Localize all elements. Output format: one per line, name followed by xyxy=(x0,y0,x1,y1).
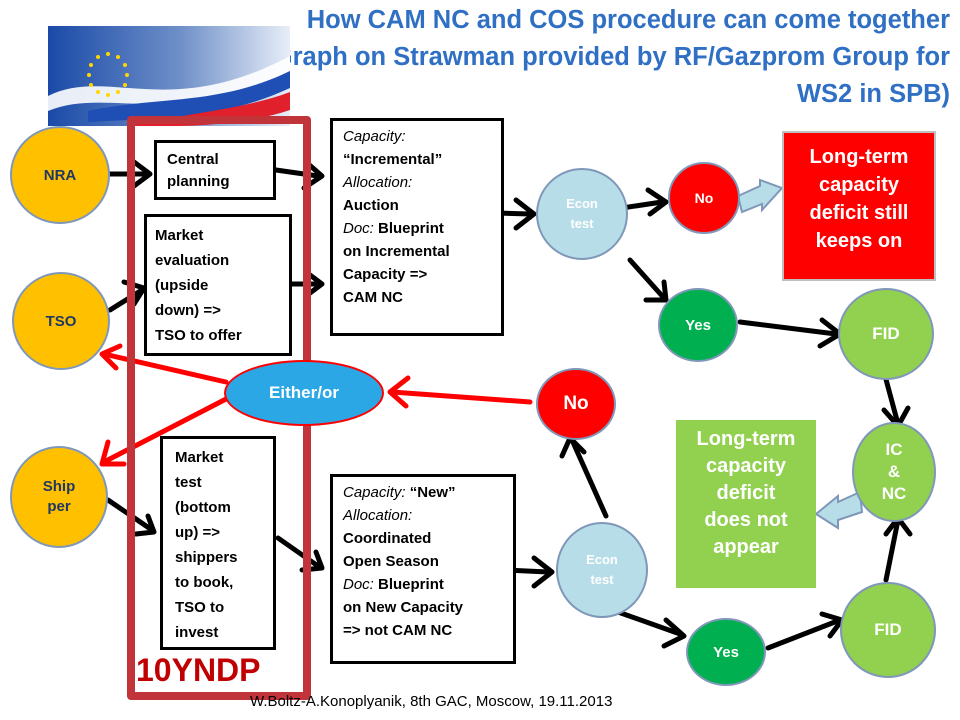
doc-value: Capacity => xyxy=(343,266,428,283)
box-text: Central xyxy=(167,151,219,168)
doc-value: Blueprint xyxy=(378,220,444,237)
node-econ-test-bottom: Econ test xyxy=(556,522,648,618)
box-new-capacity: Capacity: “New” Allocation: Coordinated … xyxy=(330,474,516,664)
econ-test-label-2: test xyxy=(570,216,594,231)
callout-text: deficit still xyxy=(809,202,909,224)
box-line: Capacity: “New” xyxy=(343,481,503,504)
doc-value: Blueprint xyxy=(378,576,444,593)
callout-text: Long-term xyxy=(696,428,796,450)
node-tso-label: TSO xyxy=(45,312,77,330)
box-text: TSO to offer xyxy=(155,327,242,344)
doc-label: Doc: xyxy=(343,576,374,593)
either-or-label: Either/or xyxy=(269,383,339,402)
allocation-value: Open Season xyxy=(343,553,439,570)
fid-label: FID xyxy=(874,620,902,639)
box-text: (upside xyxy=(155,277,209,294)
capacity-value: “Incremental” xyxy=(343,151,443,168)
node-shipper-label-2: per xyxy=(47,498,71,515)
callout-text: capacity xyxy=(818,174,900,196)
node-shipper: Ship per xyxy=(10,446,108,548)
box-market-evaluation: Market evaluation (upside down) => TSO t… xyxy=(144,214,292,356)
box-text: Market xyxy=(175,449,224,466)
doc-value: CAM NC xyxy=(343,289,403,306)
node-nra-label: NRA xyxy=(43,166,77,184)
box-text: planning xyxy=(167,173,230,190)
capacity-label: Capacity: xyxy=(343,484,406,501)
box-line: Doc: Blueprint xyxy=(343,217,491,240)
box-text: up) => xyxy=(175,524,221,541)
box-text: test xyxy=(175,474,202,491)
box-line: Capacity: xyxy=(343,125,491,148)
doc-value: => not CAM NC xyxy=(343,622,453,639)
node-yes-top: Yes xyxy=(658,288,738,362)
box-text: down) => xyxy=(155,302,221,319)
box-central-planning: Central planning xyxy=(154,140,276,200)
box-text: invest xyxy=(175,624,219,641)
box-text: shippers xyxy=(175,549,238,566)
no-label: No xyxy=(563,393,589,414)
econ-test-label-1: Econ xyxy=(586,552,618,567)
box-text: Market xyxy=(155,227,204,244)
capacity-label: Capacity: xyxy=(343,128,406,145)
callout-text: deficit xyxy=(716,482,776,504)
ic-nc-label-1: IC xyxy=(885,440,903,459)
node-shipper-label-1: Ship xyxy=(42,478,76,495)
box-market-test: Market test (bottom up) => shippers to b… xyxy=(160,436,276,650)
box-incremental-capacity: Capacity: “Incremental” Allocation: Auct… xyxy=(330,118,504,336)
box-text: (bottom xyxy=(175,499,231,516)
box-line: Allocation: xyxy=(343,171,491,194)
box-line: Doc: Blueprint xyxy=(343,573,503,596)
no-label: No xyxy=(694,190,714,206)
box-text: TSO to xyxy=(175,599,225,616)
yes-label: Yes xyxy=(685,316,711,334)
footer-credit: W.Boltz-A.Konoplyanik, 8th GAC, Moscow, … xyxy=(250,693,613,710)
econ-test-label-2: test xyxy=(590,572,614,587)
econ-test-label-1: Econ xyxy=(566,196,598,211)
yes-label: Yes xyxy=(713,643,739,661)
callout-text: does not xyxy=(704,509,788,531)
either-or-node: Either/or xyxy=(224,360,384,426)
doc-value: on Incremental xyxy=(343,243,450,260)
node-fid-bottom: FID xyxy=(840,582,936,678)
box-text: evaluation xyxy=(155,252,230,269)
doc-value: on New Capacity xyxy=(343,599,464,616)
allocation-label: Allocation: xyxy=(343,174,413,191)
callout-text: capacity xyxy=(705,455,787,477)
ic-nc-label-3: NC xyxy=(881,484,907,503)
node-no-top: No xyxy=(668,162,740,234)
callout-deficit-keeps-on: Long-term capacity deficit still keeps o… xyxy=(782,131,936,281)
node-nra: NRA xyxy=(10,126,110,224)
node-ic-nc: IC & NC xyxy=(852,422,936,522)
allocation-value: Coordinated xyxy=(343,530,432,547)
node-no-bottom: No xyxy=(536,368,616,440)
allocation-value: Auction xyxy=(343,197,399,214)
node-yes-bottom: Yes xyxy=(686,618,766,686)
allocation-label: Allocation: xyxy=(343,507,413,524)
node-tso: TSO xyxy=(12,272,110,370)
capacity-value: “New” xyxy=(409,484,456,501)
doc-label: Doc: xyxy=(343,220,374,237)
node-fid-top: FID xyxy=(838,288,934,380)
node-econ-test-top: Econ test xyxy=(536,168,628,260)
box-line: Allocation: xyxy=(343,504,503,527)
callout-text: keeps on xyxy=(815,230,903,252)
fid-label: FID xyxy=(872,324,900,343)
page-title: How CAM NC and COS procedure can come to… xyxy=(264,6,950,108)
callout-text: appear xyxy=(713,536,779,558)
ic-nc-label-2: & xyxy=(887,462,901,481)
callout-deficit-not-appear: Long-term capacity deficit does not appe… xyxy=(676,420,816,588)
box-text: to book, xyxy=(175,574,234,591)
callout-text: Long-term xyxy=(809,146,909,168)
yndp-label: 10YNDP xyxy=(136,652,261,688)
